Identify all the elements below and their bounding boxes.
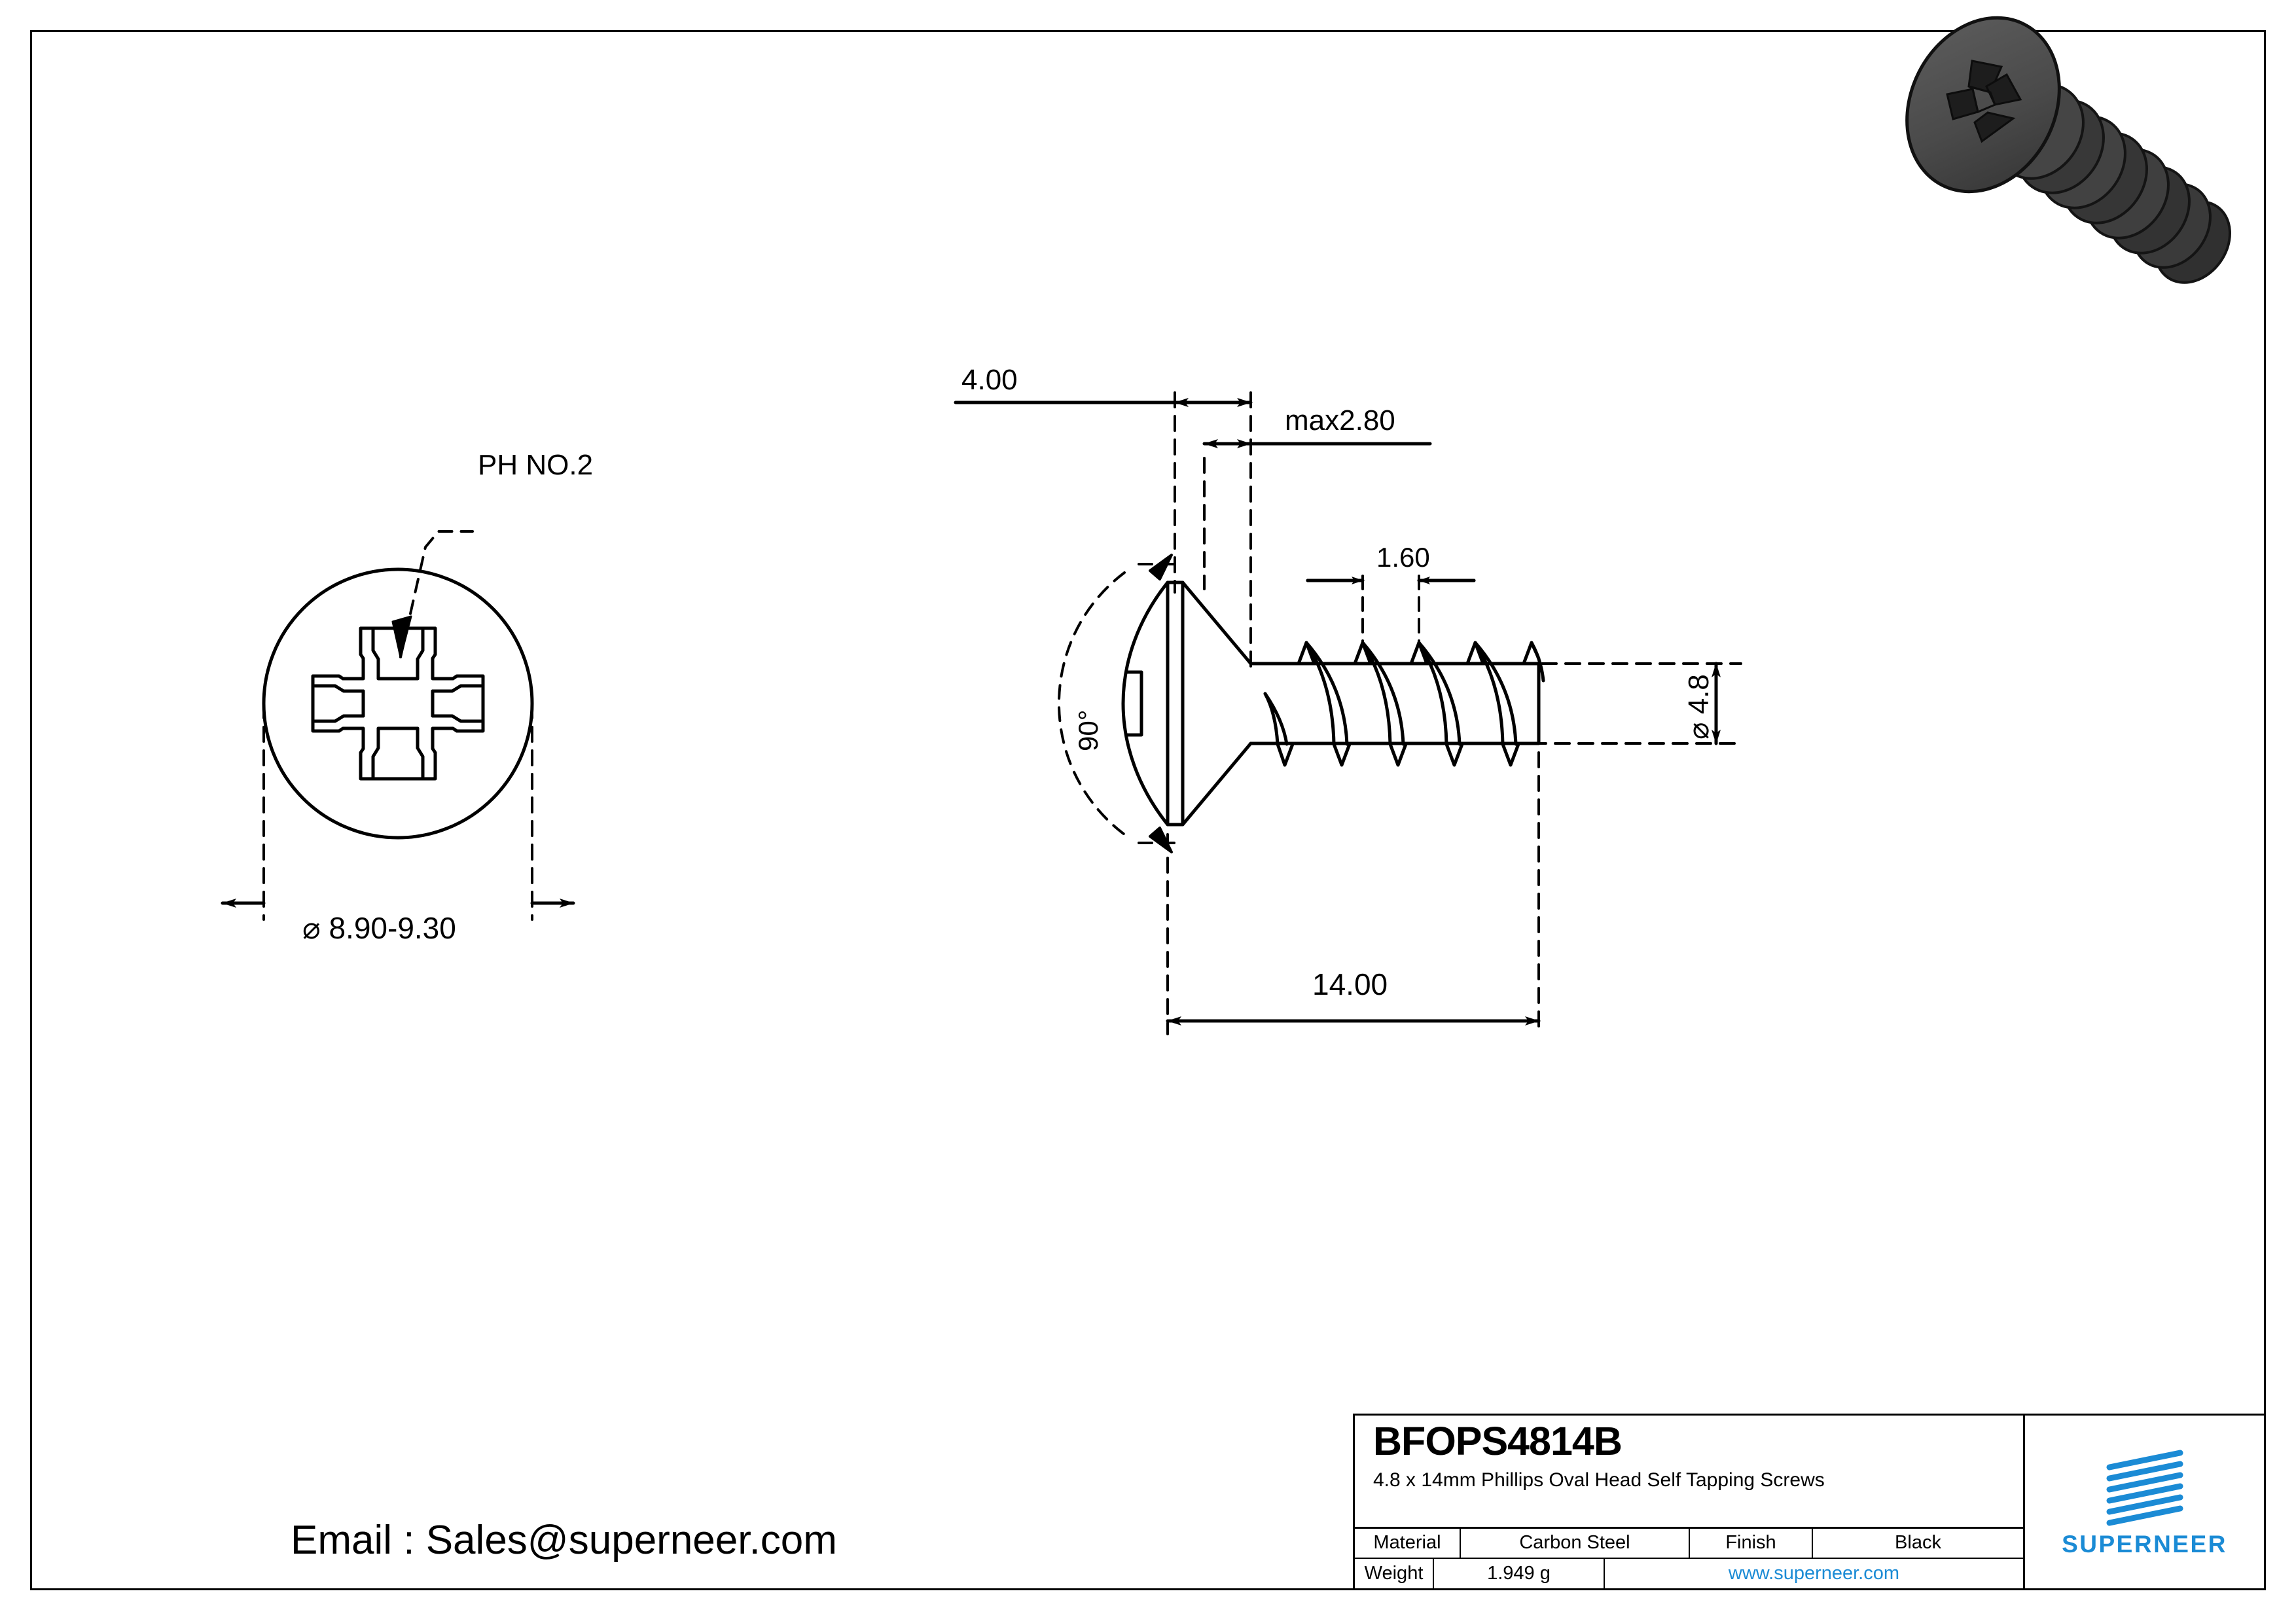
phillips-cross-recess [311, 626, 485, 781]
material-value: Carbon Steel [1461, 1529, 1690, 1558]
head-diameter-dimension: ⌀ 8.90-9.30 [302, 911, 456, 945]
dim-dia48-extension [1446, 662, 1742, 745]
ph-callout-leader [399, 530, 474, 658]
dim-countersink-angle-90: 90° [1073, 709, 1103, 751]
screw-head-profile [1121, 580, 1253, 827]
spec-row-material: Material Carbon Steel Finish Black [1355, 1529, 2023, 1559]
finish-label: Finish [1690, 1529, 1813, 1558]
head-dia-extension-lines [262, 702, 533, 921]
dim-thread-pitch-160: 1.60 [1376, 542, 1430, 573]
company-logo: SUPERNEER [2025, 1416, 2264, 1588]
company-wordmark: SUPERNEER [2062, 1531, 2227, 1558]
spec-row-weight: Weight 1.949 g www.superneer.com [1355, 1558, 2023, 1588]
drawing-frame-border [30, 30, 2266, 1590]
ph-callout-arrowhead [391, 615, 412, 658]
contact-email-text: Email : Sales@superneer.com [291, 1518, 837, 1563]
3d-screw-render [1905, 16, 2231, 284]
dim-overall-length-1400: 14.00 [1312, 967, 1388, 1001]
weight-value: 1.949 g [1434, 1558, 1605, 1588]
dim-4-00-extension [1174, 391, 1252, 668]
part-number: BFOPS4814B [1373, 1419, 1623, 1463]
head-end-circle [262, 567, 534, 840]
screw-shank-body [1249, 662, 1541, 745]
superneer-logo-icon [2106, 1450, 2183, 1526]
dim-head-diameter-400: 4.00 [961, 364, 1018, 396]
dim-90deg-arc [1058, 563, 1176, 844]
weight-label: Weight [1355, 1558, 1435, 1588]
dim-160-extension [1361, 575, 1420, 646]
dim-90deg-arrows [1149, 554, 1173, 853]
finish-value: Black [1895, 1532, 1941, 1554]
title-block-header: BFOPS4814B 4.8 x 14mm Phillips Oval Head… [1355, 1416, 2023, 1529]
thread-profile [1263, 641, 1545, 767]
part-description: 4.8 x 14mm Phillips Oval Head Self Tappi… [1373, 1469, 1825, 1491]
dim-head-height-max280: max2.80 [1285, 404, 1395, 437]
ph-drive-callout: PH NO.2 [478, 449, 594, 481]
website-link[interactable]: www.superneer.com [1728, 1562, 1900, 1584]
title-block-main: BFOPS4814B 4.8 x 14mm Phillips Oval Head… [1355, 1416, 2025, 1588]
dim-1400-extension [1166, 751, 1540, 1035]
title-block: BFOPS4814B 4.8 x 14mm Phillips Oval Head… [1353, 1414, 2266, 1590]
material-label: Material [1355, 1529, 1461, 1558]
dim-shank-diameter-48: ⌀ 4.8 [1683, 674, 1715, 740]
